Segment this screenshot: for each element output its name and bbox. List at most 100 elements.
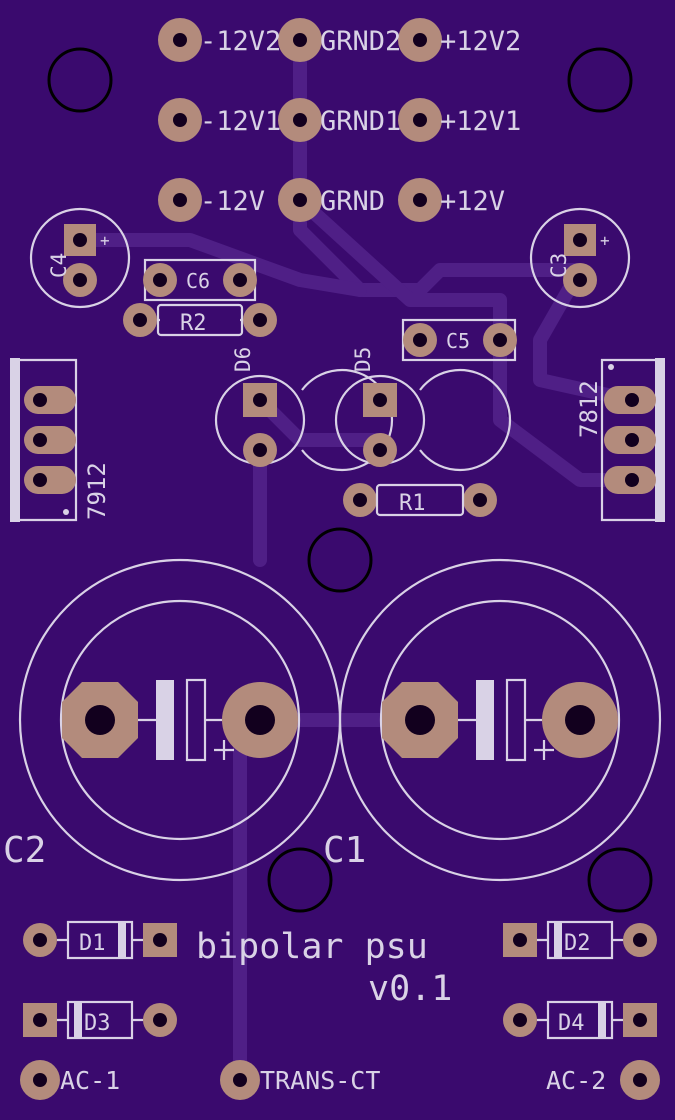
c1-negative-plate xyxy=(476,680,494,760)
d1-body xyxy=(66,920,134,960)
drill xyxy=(625,393,639,407)
resistor-r1: R1 xyxy=(343,483,497,517)
c1-plus-mark xyxy=(534,740,554,760)
label-trans-ct: TRANS-CT xyxy=(260,1066,380,1095)
drill xyxy=(573,233,587,247)
7912-pad-3 xyxy=(24,466,76,494)
diode-d4: D4 xyxy=(503,1000,657,1040)
c5-label: C5 xyxy=(446,329,470,353)
label-ac1: AC-1 xyxy=(60,1066,120,1095)
drill xyxy=(73,273,87,287)
drill xyxy=(173,33,187,47)
drill xyxy=(253,313,267,327)
connector-row-2: -12V2 GRND2 +12V2 xyxy=(158,18,521,62)
capacitor-c6: C6 xyxy=(143,258,257,302)
title-line2: v0.1 xyxy=(368,969,452,1009)
c3-label: C3 xyxy=(547,253,571,278)
drill xyxy=(293,33,307,47)
connector-row-0: -12V GRND +12V xyxy=(158,178,505,222)
d4-body xyxy=(546,1000,614,1040)
led-d6: D6 xyxy=(214,347,394,472)
input-connector: AC-1 TRANS-CT AC-2 xyxy=(20,1060,660,1100)
7912-pad-1 xyxy=(24,386,76,414)
capacitor-c1: C1 xyxy=(323,558,662,882)
r2-label: R2 xyxy=(180,311,207,336)
diode-d1: D1 xyxy=(23,920,177,960)
drill xyxy=(33,1013,47,1027)
d4-label: D4 xyxy=(558,1011,585,1036)
resistor-r2: R2 xyxy=(123,303,277,337)
7912-label: 7912 xyxy=(83,462,111,520)
mounting-holes xyxy=(47,47,653,913)
r1-body xyxy=(375,483,465,517)
drill xyxy=(353,493,367,507)
led-d5: D5 xyxy=(334,347,512,472)
regulator-7812: 7812 xyxy=(575,358,665,522)
label-pos12v: +12V xyxy=(440,186,505,217)
mounting-hole-top-left xyxy=(47,47,113,113)
output-connector: -12V2 GRND2 +12V2 -12V1 GRND1 +12V1 -12V… xyxy=(158,18,521,222)
d2-body xyxy=(546,920,614,960)
label-ac2: AC-2 xyxy=(546,1066,606,1095)
c2-inner-outline xyxy=(59,599,301,841)
d1-cathode-band xyxy=(118,922,126,958)
drill xyxy=(33,1073,47,1087)
c1-positive-plate xyxy=(505,678,527,762)
drill xyxy=(33,473,47,487)
c2-negative-plate xyxy=(156,680,174,760)
diode-d2: D2 xyxy=(503,920,657,960)
drill xyxy=(33,933,47,947)
7812-heatsink-tab xyxy=(655,358,665,522)
7812-label: 7812 xyxy=(575,380,603,438)
c6-label: C6 xyxy=(186,269,210,293)
drill xyxy=(373,443,387,457)
drill xyxy=(233,273,247,287)
7912-pad-2 xyxy=(24,426,76,454)
drill xyxy=(245,705,275,735)
drill xyxy=(625,433,639,447)
mounting-hole-top-right xyxy=(567,47,633,113)
r1-label: R1 xyxy=(399,491,426,516)
drill xyxy=(173,193,187,207)
d5-outline xyxy=(419,368,512,472)
label-pos12v1: +12V1 xyxy=(440,106,521,137)
drill xyxy=(33,393,47,407)
connector-row-1: -12V1 GRND1 +12V1 xyxy=(158,98,521,142)
d3-body xyxy=(66,1000,134,1040)
drill xyxy=(153,1013,167,1027)
drill xyxy=(633,1013,647,1027)
mounting-hole-bottom-center xyxy=(267,847,333,913)
board-title: bipolar psu v0.1 xyxy=(196,927,452,1009)
capacitor-c4: + C4 xyxy=(29,207,131,309)
d2-label: D2 xyxy=(564,931,591,956)
drill xyxy=(173,113,187,127)
drill xyxy=(153,933,167,947)
drill xyxy=(33,433,47,447)
label-pos12v2: +12V2 xyxy=(440,26,521,57)
drill xyxy=(253,393,267,407)
label-grnd1: GRND1 xyxy=(320,106,401,137)
drill xyxy=(633,933,647,947)
drill xyxy=(413,193,427,207)
c1-inner-outline xyxy=(379,599,621,841)
drill xyxy=(573,273,587,287)
c1-outer-outline xyxy=(338,558,662,882)
capacitor-c3: + C3 xyxy=(529,207,631,309)
c4-label: C4 xyxy=(47,253,71,278)
trace-c3-ground xyxy=(533,263,637,407)
r2-body xyxy=(156,303,244,337)
c4-plus-mark: + xyxy=(100,231,110,250)
label-neg12v2: -12V2 xyxy=(200,26,281,57)
drill xyxy=(373,393,387,407)
drill xyxy=(133,313,147,327)
drill xyxy=(233,1073,247,1087)
capacitor-c5: C5 xyxy=(401,318,517,362)
drill xyxy=(153,273,167,287)
c2-label: C2 xyxy=(3,830,46,871)
label-neg12v1: -12V1 xyxy=(200,106,281,137)
title-line1: bipolar psu xyxy=(196,927,428,967)
drill xyxy=(85,705,115,735)
d1-label: D1 xyxy=(79,931,106,956)
